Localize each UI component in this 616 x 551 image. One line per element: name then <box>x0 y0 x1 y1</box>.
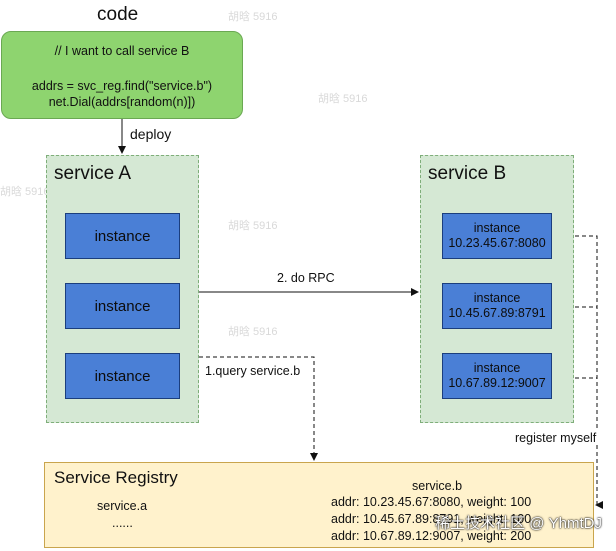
registry-title: Service Registry <box>54 468 178 487</box>
registry-entry: addr: 10.67.89.12:9007, weight: 200 <box>331 529 532 543</box>
faint-watermark: 胡晗 5916 <box>228 11 278 23</box>
service-registry: Service Registry service.a ...... servic… <box>44 462 594 548</box>
code-box: // I want to call service B addrs = svc_… <box>1 31 243 119</box>
faint-watermark: 胡晗 5916 <box>228 326 278 338</box>
service-a-instance: instance <box>65 353 180 399</box>
registry-service-a: service.a <box>97 499 148 513</box>
instance-label: instance <box>473 361 521 375</box>
query-label: 1.query service.b <box>203 364 303 378</box>
faint-watermark: 胡晗 5916 <box>318 93 368 105</box>
query-arrow <box>199 356 318 461</box>
instance-label: instance <box>473 221 521 235</box>
service-b-instance: instance 10.45.67.89:8791 <box>442 283 552 329</box>
code-comment: // I want to call service B <box>54 44 190 58</box>
registry-entry: addr: 10.45.67.89:8791, weight: 100 <box>331 512 532 526</box>
faint-watermark: 胡晗 5916 <box>0 186 50 198</box>
registry-service-b: service.b <box>412 479 463 493</box>
watermark: 稀土技术社区 @ YhmtDJ <box>435 515 602 532</box>
rpc-label: 2. do RPC <box>275 271 337 285</box>
instance-addr: 10.45.67.89:8791 <box>448 306 546 320</box>
registry-ellipsis: ...... <box>112 516 133 530</box>
deploy-label: deploy <box>130 126 172 142</box>
code-title: code <box>97 4 139 25</box>
instance-addr: 10.67.89.12:9007 <box>448 376 546 390</box>
code-line-1: addrs = svc_reg.find("service.b") <box>31 79 213 93</box>
code-line-2: net.Dial(addrs[random(n)]) <box>48 95 196 109</box>
service-a-instance: instance <box>65 283 180 329</box>
service-b-instance: instance 10.67.89.12:9007 <box>442 353 552 399</box>
service-b-title: service B <box>428 163 507 184</box>
instance-addr: 10.23.45.67:8080 <box>448 236 546 250</box>
faint-watermark: 胡晗 5916 <box>228 220 278 232</box>
register-label: register myself <box>513 431 599 445</box>
registry-entry: addr: 10.23.45.67:8080, weight: 100 <box>331 495 532 509</box>
service-a-instance: instance <box>65 213 180 259</box>
service-b-instance: instance 10.23.45.67:8080 <box>442 213 552 259</box>
instance-label: instance <box>473 291 521 305</box>
service-a-title: service A <box>54 163 132 184</box>
